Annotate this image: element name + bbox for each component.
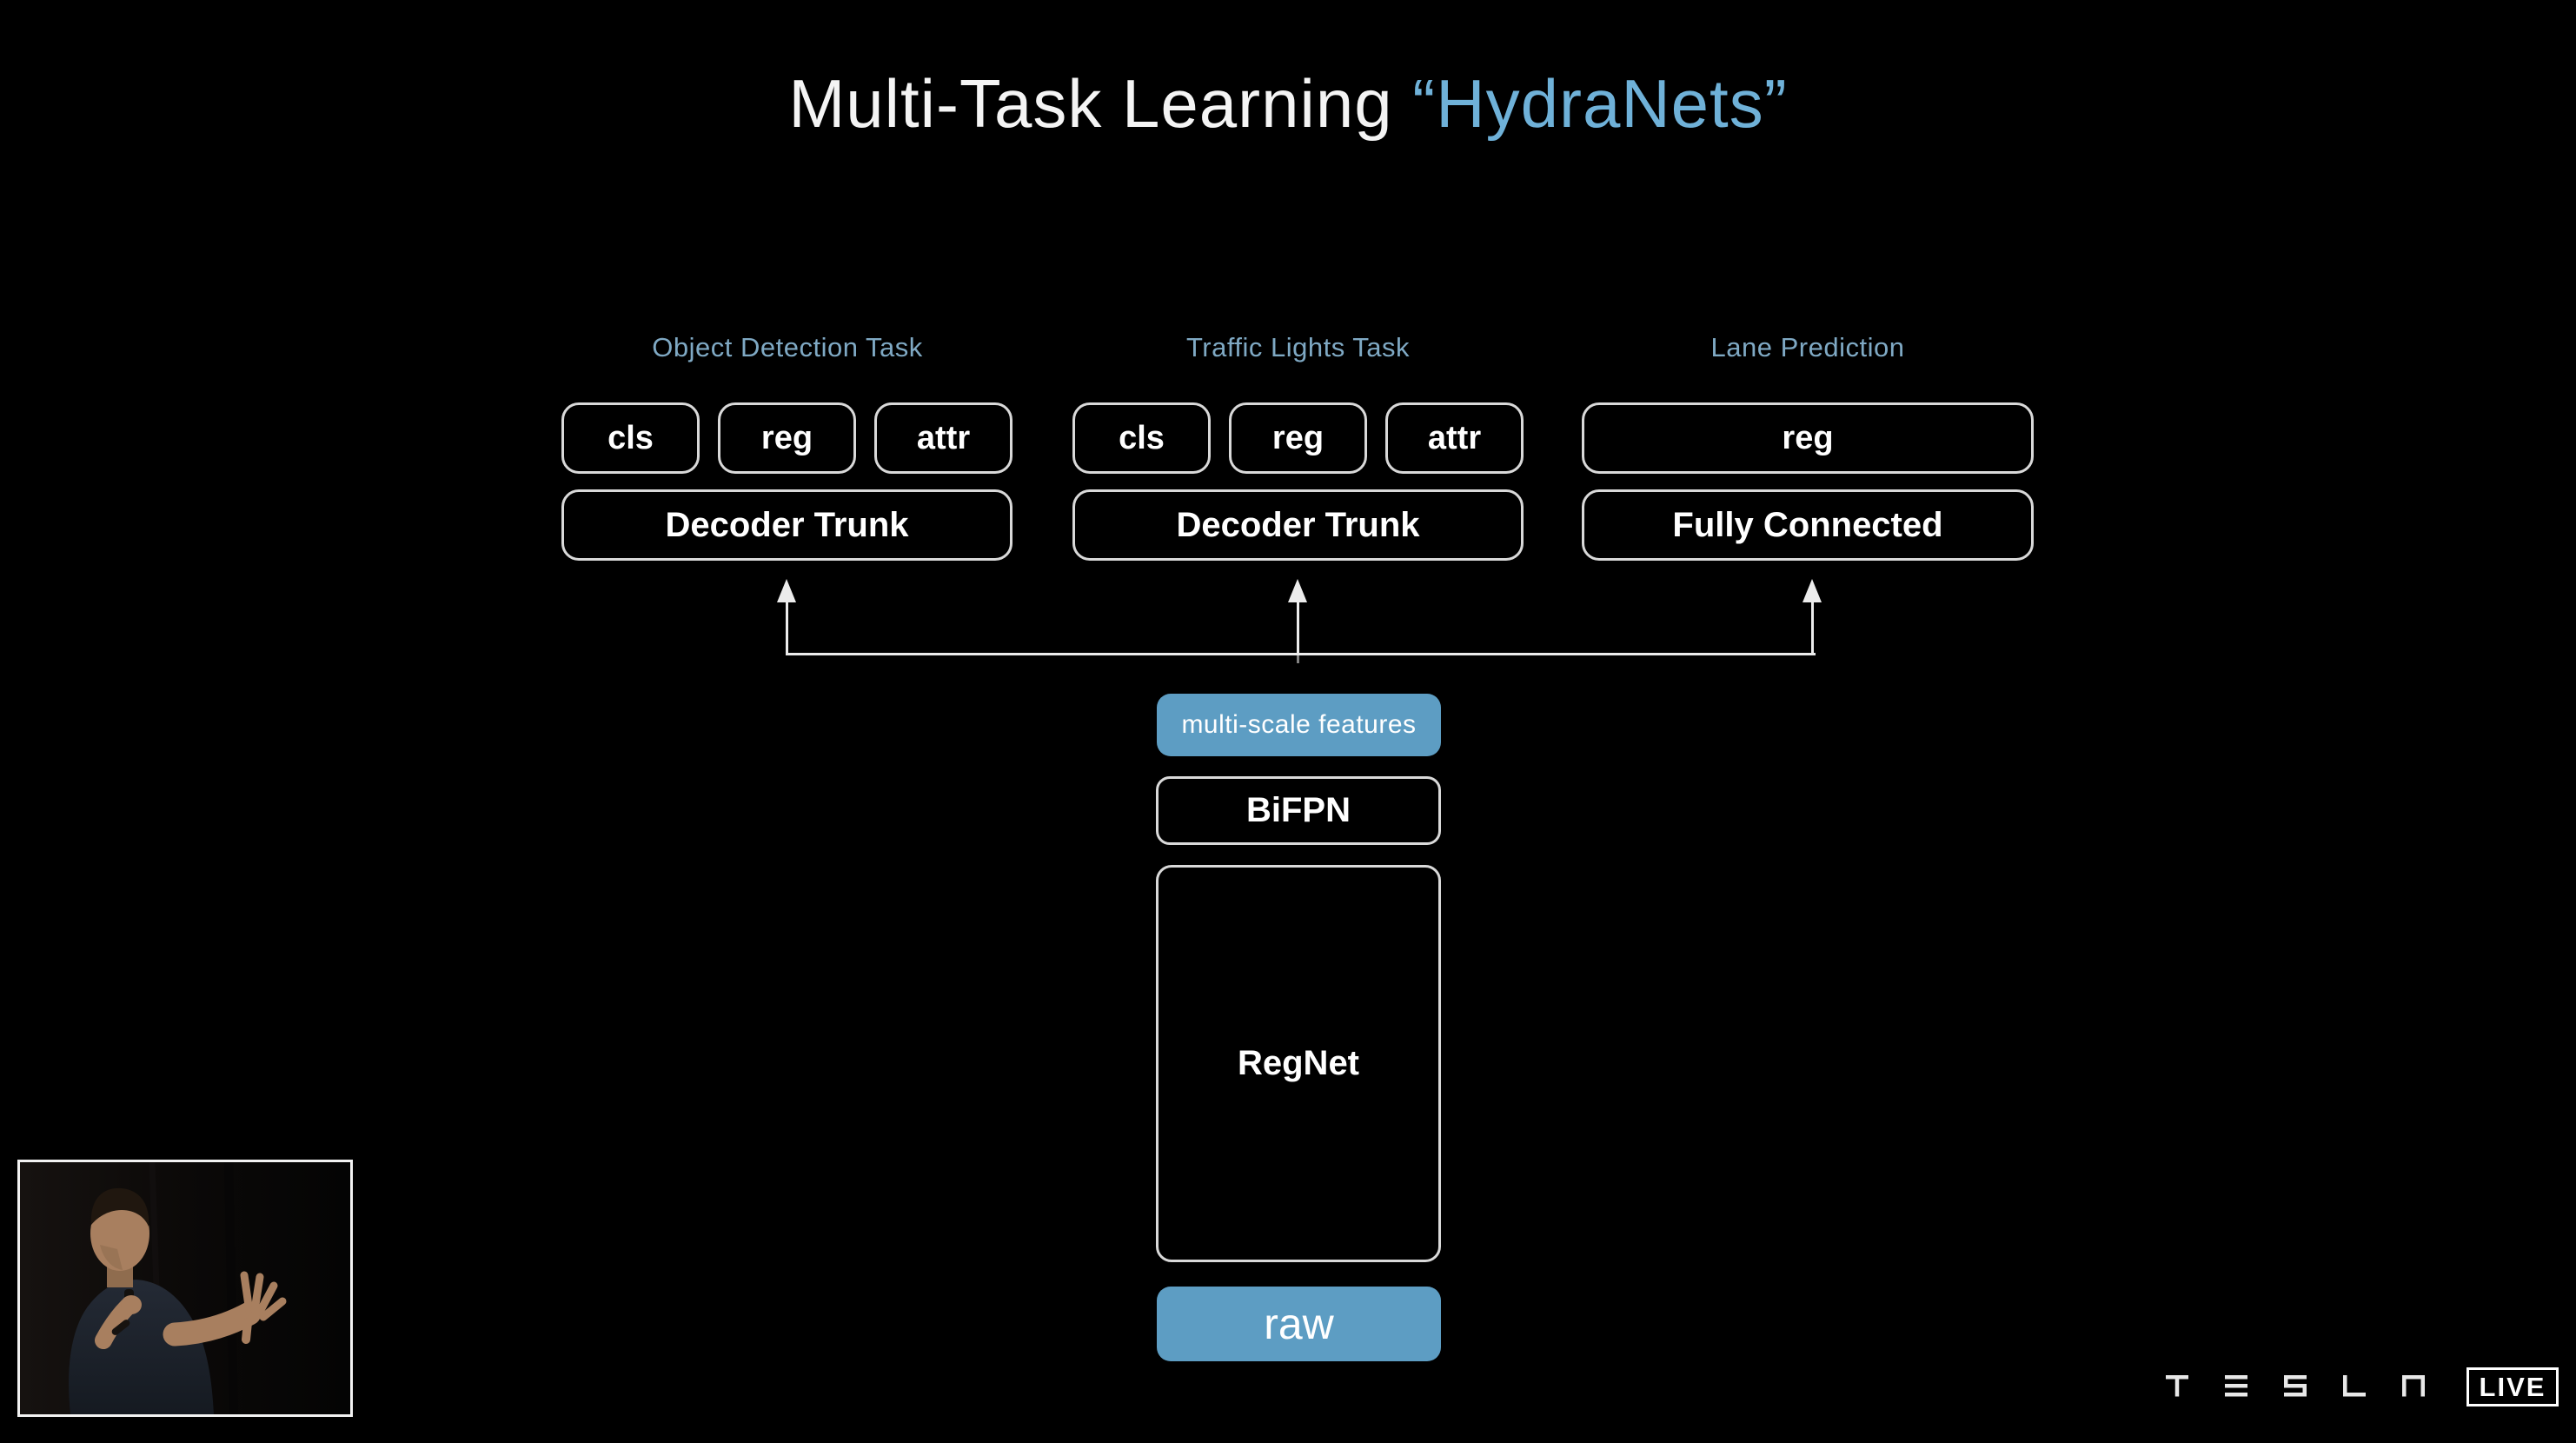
connector-arrow-shaft-center: [1297, 602, 1299, 654]
connector-bus-line: [786, 653, 1816, 655]
task-header-traffic-lights: Traffic Lights Task: [1185, 332, 1411, 362]
od-decoder-trunk: Decoder Trunk: [561, 489, 1012, 561]
raw-input-box: raw: [1157, 1287, 1441, 1361]
od-head-attr: attr: [874, 402, 1012, 474]
tl-head-reg: reg: [1229, 402, 1367, 474]
od-head-cls: cls: [561, 402, 700, 474]
live-badge-label: LIVE: [2479, 1371, 2546, 1402]
bifpn-box: BiFPN: [1156, 776, 1441, 845]
multi-scale-features-box: multi-scale features: [1157, 694, 1441, 756]
regnet-box: RegNet: [1156, 865, 1441, 1262]
slide-title-main: Multi-Task Learning: [788, 65, 1393, 142]
live-badge: LIVE: [2466, 1367, 2559, 1406]
speaker-silhouette: [20, 1162, 350, 1414]
arrow-up-icon: [777, 579, 796, 602]
task-header-object-detection: Object Detection Task: [652, 332, 923, 362]
speaker-webcam-video: [17, 1160, 353, 1417]
arrow-up-icon: [1288, 579, 1307, 602]
slide-title-accent: “HydraNets”: [1412, 65, 1788, 142]
title-space: [1393, 65, 1413, 142]
od-head-reg: reg: [718, 402, 856, 474]
connector-center-stub: [1297, 655, 1299, 663]
arrow-up-icon: [1803, 579, 1822, 602]
task-header-lane-prediction: Lane Prediction: [1710, 332, 1905, 362]
tesla-logo: [2166, 1375, 2432, 1397]
tl-head-attr: attr: [1385, 402, 1524, 474]
lane-head-reg: reg: [1582, 402, 2034, 474]
tl-decoder-trunk: Decoder Trunk: [1072, 489, 1524, 561]
tesla-wordmark-icon: [2166, 1375, 2425, 1397]
lane-fully-connected: Fully Connected: [1582, 489, 2034, 561]
connector-arrow-shaft-left: [786, 602, 788, 654]
tl-head-cls: cls: [1072, 402, 1211, 474]
connector-arrow-shaft-right: [1811, 602, 1814, 654]
slide-title: Multi-Task Learning “HydraNets”: [0, 64, 2576, 143]
